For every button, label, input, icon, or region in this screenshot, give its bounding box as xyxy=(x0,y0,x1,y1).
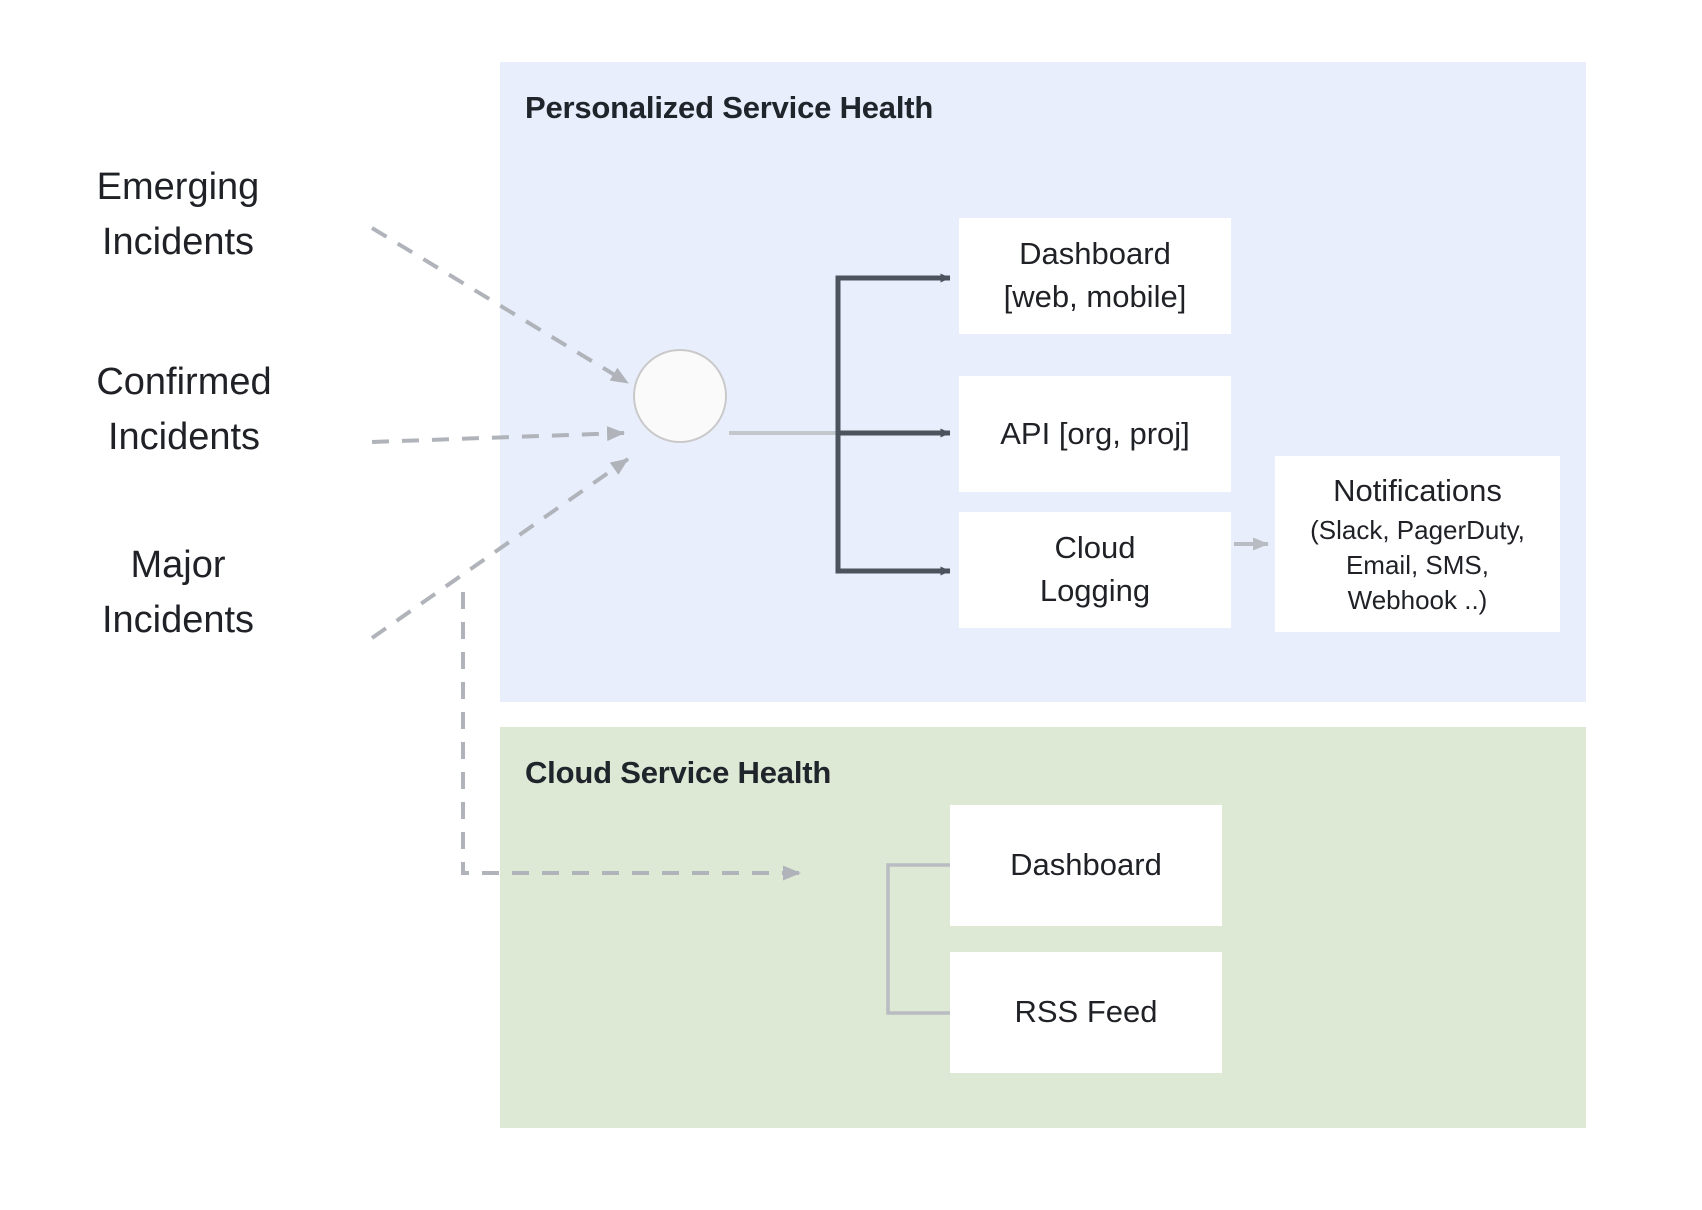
node-notifications-detail: (Slack, PagerDuty, Email, SMS, Webhook .… xyxy=(1310,514,1525,615)
node-rss-feed-label: RSS Feed xyxy=(1014,994,1158,1030)
node-csh-dashboard-label: Dashboard xyxy=(1010,847,1162,883)
node-api-org-proj[interactable]: API [org, proj] xyxy=(959,376,1231,492)
node-rss-feed[interactable]: RSS Feed xyxy=(950,952,1222,1073)
incident-hub-node xyxy=(633,349,727,443)
panel-title-personalized-service-health: Personalized Service Health xyxy=(525,90,934,125)
node-notifications-title: Notifications xyxy=(1333,472,1502,508)
node-notifications[interactable]: Notifications (Slack, PagerDuty, Email, … xyxy=(1275,456,1560,632)
panel-title-cloud-service-health: Cloud Service Health xyxy=(525,755,832,790)
source-label-major-incidents: Major Incidents xyxy=(101,544,255,642)
node-notifications-text: Notifications (Slack, PagerDuty, Email, … xyxy=(1310,427,1525,661)
source-label-confirmed-incidents: Confirmed Incidents xyxy=(96,361,272,459)
node-cloud-logging[interactable]: Cloud Logging xyxy=(959,512,1231,628)
node-cloud-logging-label: Cloud Logging xyxy=(1039,530,1151,608)
node-api-org-proj-label: API [org, proj] xyxy=(1000,415,1190,451)
node-csh-dashboard[interactable]: Dashboard xyxy=(950,805,1222,926)
source-label-emerging-incidents: Emerging Incidents xyxy=(96,166,260,264)
node-dashboard-web-mobile[interactable]: Dashboard [web, mobile] xyxy=(959,218,1231,334)
node-dashboard-web-mobile-label: Dashboard [web, mobile] xyxy=(1003,236,1187,314)
